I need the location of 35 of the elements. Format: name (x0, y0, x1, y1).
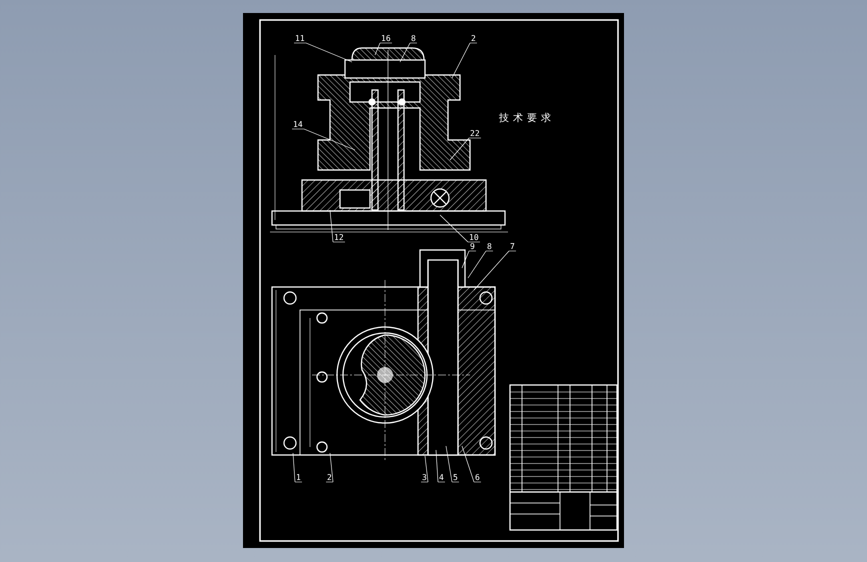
callout-number: 8 (486, 242, 493, 251)
leader-line (400, 42, 418, 62)
leader-line (440, 214, 480, 242)
callout-number: 2 (326, 473, 333, 482)
callout-number: 4 (438, 473, 445, 482)
callout-number: 9 (469, 242, 476, 251)
callout-number: 7 (509, 242, 516, 251)
callout-number: 5 (452, 473, 459, 482)
leader-line (436, 450, 446, 482)
callout-number: 11 (294, 34, 306, 43)
leader-line (462, 446, 482, 482)
leader-line (474, 250, 516, 290)
heading: 技术要求 (499, 112, 555, 125)
callout-number: 6 (474, 473, 481, 482)
leader-line (446, 446, 460, 482)
callout-number: 12 (333, 233, 345, 242)
leader-line (462, 250, 476, 268)
leader-line (292, 452, 302, 482)
callout-number: 2 (470, 34, 477, 43)
leader-line (450, 138, 482, 160)
leader-line (452, 42, 478, 78)
leader-line (330, 210, 346, 242)
callout-number: 1 (295, 473, 302, 482)
callout-number: 16 (380, 34, 392, 43)
leader-line (326, 452, 334, 482)
leader-line (294, 42, 352, 62)
leader-line (292, 128, 356, 150)
callout-number: 3 (421, 473, 428, 482)
leader-line (468, 250, 494, 278)
callout-number: 10 (468, 233, 480, 242)
callout-number: 8 (410, 34, 417, 43)
leader-line (420, 456, 428, 482)
callout-number: 22 (469, 129, 481, 138)
leader-line (374, 42, 392, 56)
callout-number: 14 (292, 120, 304, 129)
